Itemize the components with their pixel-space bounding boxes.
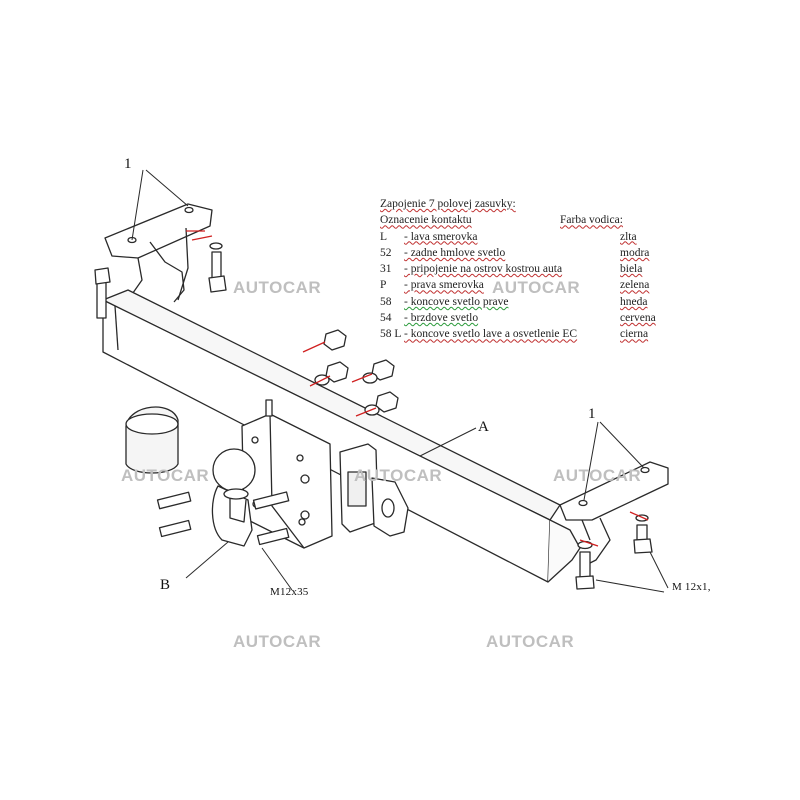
legend-header-contact: Oznacenie kontaktu xyxy=(380,214,472,227)
watermark: AUTOCAR xyxy=(486,632,575,651)
label-bolt-m12x35: M12x35 xyxy=(270,586,309,598)
watermark: AUTOCAR xyxy=(233,632,322,651)
label-part-1-left: 1 xyxy=(124,156,132,172)
label-part-a: A xyxy=(478,419,489,435)
tow-ball xyxy=(212,448,256,492)
legend-row: 54 - brzdove svetlo cervena xyxy=(380,312,656,325)
legend-row: 52 - zadne hmlove svetlo modra xyxy=(380,246,650,259)
watermark: AUTOCAR xyxy=(492,278,581,297)
label-part-1-right: 1 xyxy=(588,406,596,422)
left-mounting-bracket xyxy=(104,203,213,259)
legend-row: P - prava smerovka zelena xyxy=(380,279,650,292)
wiring-legend: Zapojenie 7 polovej zasuvky: Oznacenie k… xyxy=(380,196,680,343)
legend-header-color: Farba vodica: xyxy=(560,214,623,227)
label-bolt-m12x1: M 12x1, xyxy=(672,581,711,593)
watermark: AUTOCAR xyxy=(553,466,642,485)
legend-row: L - lava smerovka zlta xyxy=(380,230,637,243)
legend-title: Zapojenie 7 polovej zasuvky: xyxy=(380,198,516,210)
watermark: AUTOCAR xyxy=(233,278,322,297)
label-part-b: B xyxy=(160,577,171,593)
legend-row: 31 - pripojenie na ostrov kostrou auta b… xyxy=(380,263,643,276)
watermark: AUTOCAR xyxy=(354,466,443,485)
ball-neck xyxy=(211,485,253,547)
right-mounting-bracket xyxy=(559,461,669,521)
watermark: AUTOCAR xyxy=(121,466,210,485)
legend-row: 58 L - koncove svetlo lave a osvetlenie … xyxy=(380,328,649,341)
legend-row: 58 - koncove svetlo prave hneda xyxy=(380,295,648,308)
